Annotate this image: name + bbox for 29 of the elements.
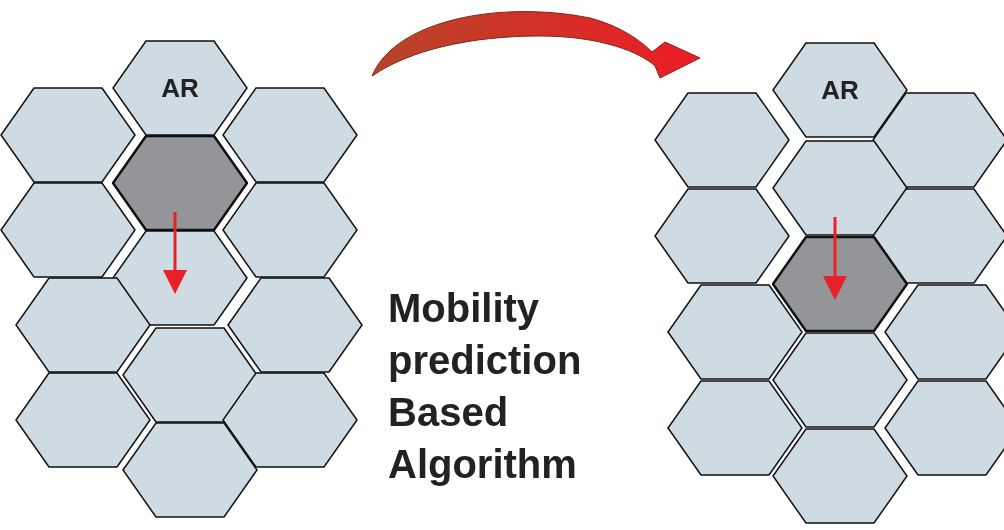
highlighted-hexagon-cell [772, 236, 908, 332]
hexagon-cell [872, 188, 1004, 284]
hexagon-cell [667, 380, 803, 476]
hexagon-cell [112, 230, 248, 326]
cell-label: AR [161, 72, 199, 104]
hexagon-cell [654, 92, 790, 188]
hexagon-cell [0, 87, 136, 183]
hexagon-cell [15, 277, 151, 373]
hexagon-cell [772, 140, 908, 236]
hexagon-cell [227, 277, 363, 373]
hexagon-cell [772, 42, 908, 138]
hexagon-cell [884, 380, 1004, 476]
hexagon-cell [654, 188, 790, 284]
hexagon-cell [15, 372, 151, 468]
hexagon-cell [222, 87, 358, 183]
hexagon-cell [872, 92, 1004, 188]
cell-label: AR [821, 74, 859, 106]
hexagon-cell [222, 372, 358, 468]
algorithm-caption: Mobility prediction Based Algorithm [388, 285, 583, 488]
hexagon-cell [0, 182, 136, 278]
hexagon-cell [772, 332, 908, 428]
hexagon-cell [122, 327, 258, 423]
hexagon-cell [112, 40, 248, 136]
hexagon-cell [884, 284, 1004, 380]
highlighted-hexagon-cell [112, 135, 248, 231]
hexagon-cell [772, 428, 908, 524]
hexagon-cell [667, 284, 803, 380]
hexagon-cell [122, 422, 258, 518]
hexagon-cell [222, 182, 358, 278]
